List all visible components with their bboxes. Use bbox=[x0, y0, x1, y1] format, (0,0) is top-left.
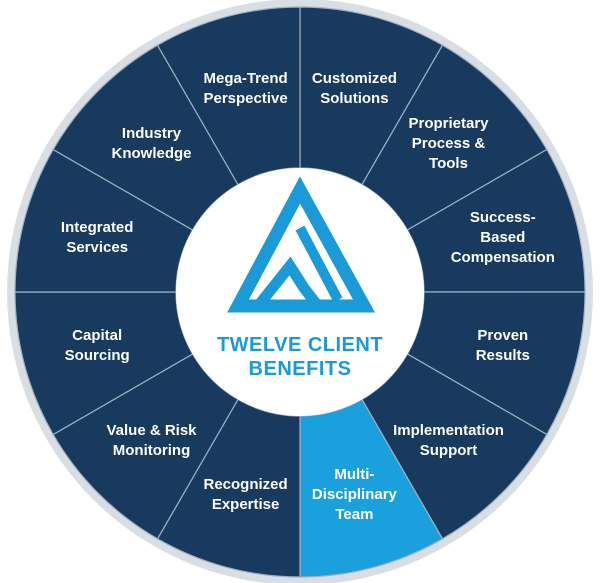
center-circle bbox=[176, 168, 424, 416]
wheel-segments bbox=[14, 6, 586, 578]
logo-slash bbox=[295, 225, 343, 303]
segment-label-multi-disciplinary-team: Multi- Disciplinary Team bbox=[311, 465, 397, 523]
segment-label-recognized-expertise: Recognized Expertise bbox=[203, 475, 288, 513]
segment-label-proprietary-process-tools: Proprietary Process & Tools bbox=[408, 114, 489, 172]
center-title: TWELVE CLIENT BENEFITS bbox=[190, 333, 410, 381]
segment-label-capital-sourcing: Capital Sourcing bbox=[64, 327, 130, 365]
segment-label-value-risk-monitoring: Value & Risk Monitoring bbox=[106, 421, 197, 459]
segment-label-implementation-support: Implementation Support bbox=[393, 421, 504, 459]
segment-label-industry-knowledge: Industry Knowledge bbox=[111, 124, 192, 162]
triangle-logo-icon bbox=[227, 176, 376, 313]
center-title-line-1: TWELVE CLIENT bbox=[216, 334, 384, 356]
segment-label-customized-solutions: Customized Solutions bbox=[311, 70, 397, 108]
logo-outer-triangle bbox=[227, 176, 376, 313]
segment-label-integrated-services: Integrated Services bbox=[60, 218, 134, 256]
center-title-line-2: BENEFITS bbox=[248, 358, 352, 380]
logo-inner-stroke bbox=[253, 256, 323, 310]
segment-label-success-based-compensation: Success-Based Compensation bbox=[450, 208, 555, 266]
segment-label-proven-results: Proven Results bbox=[475, 327, 530, 365]
center-hub bbox=[176, 168, 424, 416]
segment-label-mega-trend-perspective: Mega-Trend Perspective bbox=[203, 70, 288, 108]
